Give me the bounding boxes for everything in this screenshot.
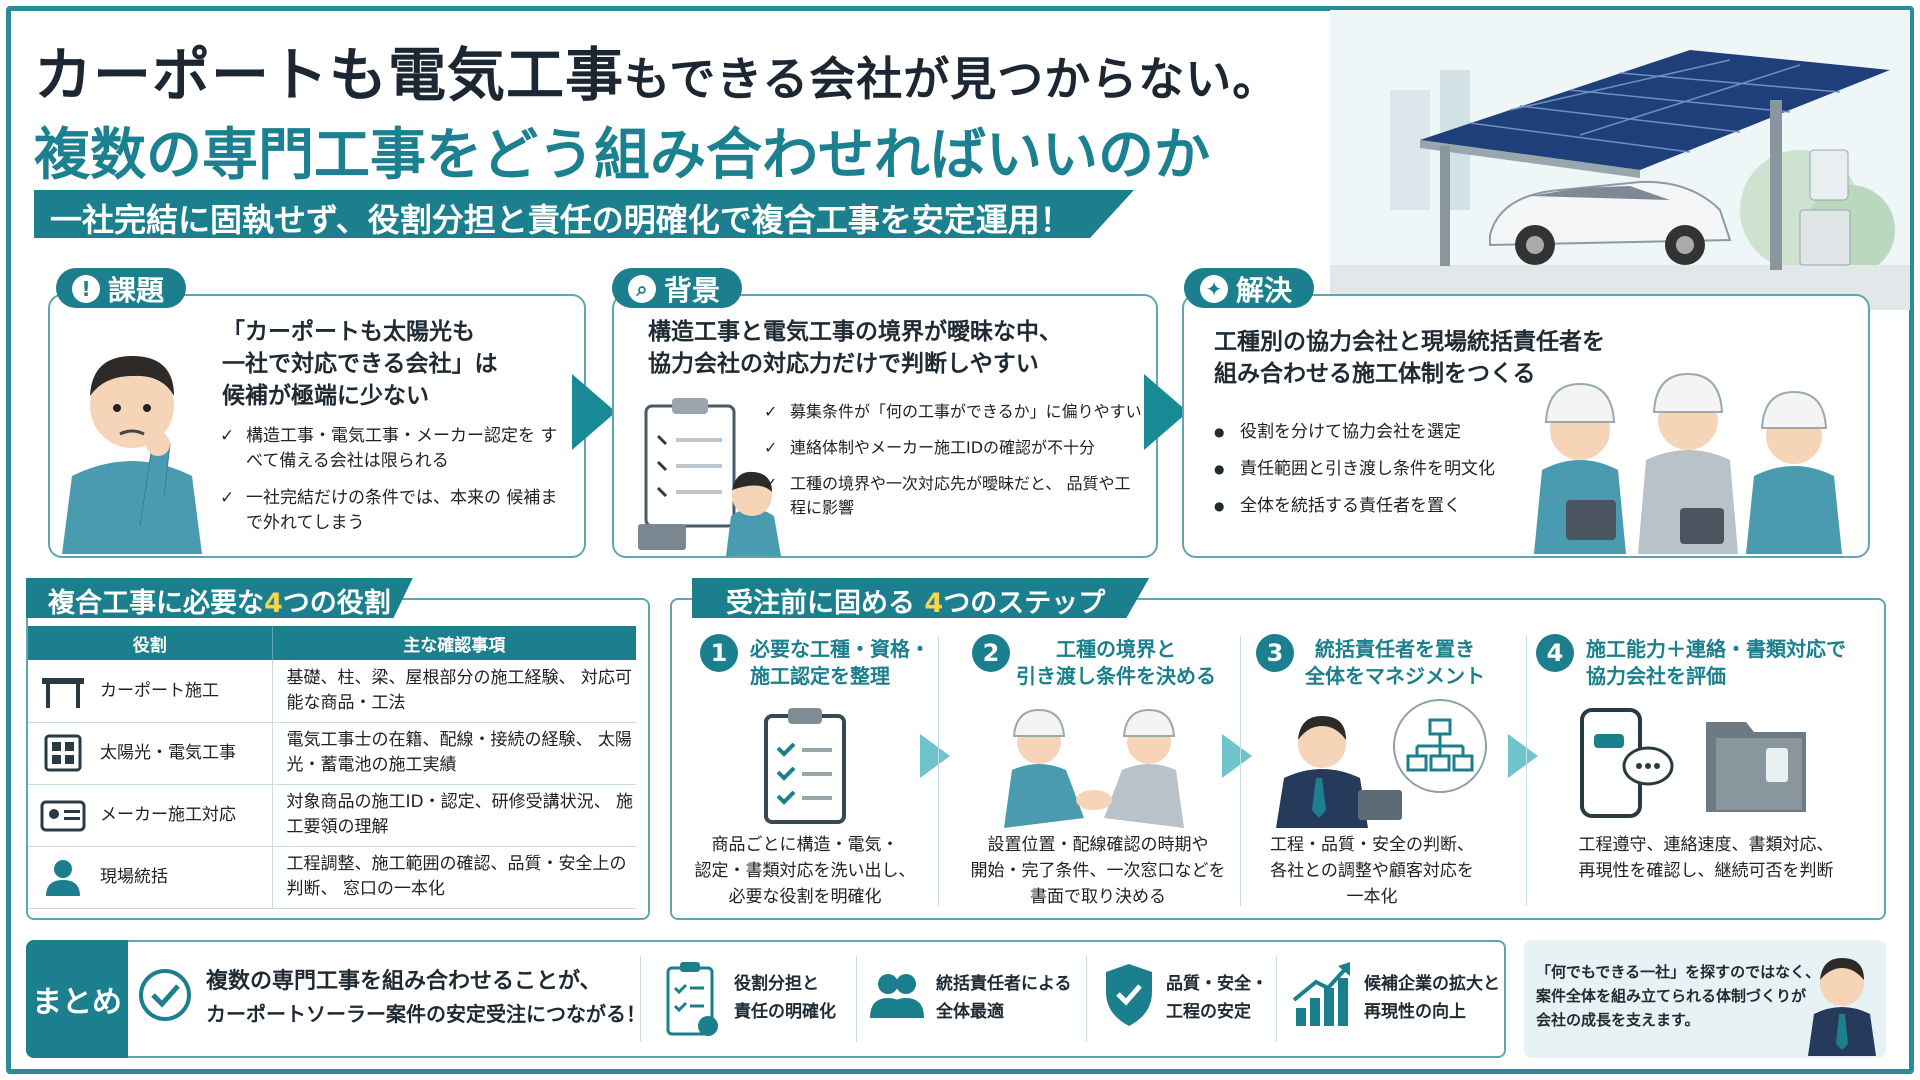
issue-quote: 「カーポートも太陽光も一社で対応できる会社」は候補が極端に少ない xyxy=(222,319,498,409)
list-item: 役割を分けて協力会社を選定 xyxy=(1214,420,1534,445)
businessman-illustration xyxy=(1808,958,1876,1056)
step-text: 工程遵守、連絡速度、書類対応、再現性を確認し、継続可否を判断 xyxy=(1578,835,1834,881)
shield-check-icon xyxy=(1106,964,1152,1026)
arrow-right-icon xyxy=(1144,374,1188,450)
manager-org-chart-illustration xyxy=(1276,699,1487,828)
summary-divider xyxy=(640,956,641,1042)
carport-icon xyxy=(40,672,86,710)
list-item: 構造工事・電気工事・メーカー認定を すべて備える会社は限られる xyxy=(220,424,560,474)
role-desc: 電気工事士の在籍、配線・接続の経験、 太陽光・蓄電池の施工実績 xyxy=(272,722,636,785)
role-desc: 基礎、柱、梁、屋根部分の施工経験、 対応可能な商品・工法 xyxy=(272,660,636,723)
step-divider xyxy=(938,636,939,906)
list-item: 連絡体制やメーカー施工IDの確認が不十分 xyxy=(764,436,1144,460)
check-circle-icon xyxy=(139,969,191,1021)
step-text: 工程・品質・安全の判断、各社との調整や顧客対応を一本化 xyxy=(1270,835,1474,907)
step-title: 必要な工種・資格・施工認定を整理 xyxy=(750,637,930,688)
summary-item-text: 候補企業の拡大と再現性の向上 xyxy=(1364,974,1500,1022)
table-row: カーポート施工 基礎、柱、梁、屋根部分の施工経験、 対応可能な商品・工法 xyxy=(28,660,636,723)
page-frame xyxy=(6,6,1914,1074)
person-icon xyxy=(40,858,86,896)
role-desc: 対象商品の施工ID・認定、研修受講状況、 施工要領の理解 xyxy=(272,784,636,847)
summary-label: まとめ xyxy=(26,940,128,1058)
background-lead: 構造工事と電気工事の境界が曖昧な中、協力会社の対応力だけで判断しやすい xyxy=(648,319,1062,377)
arrow-right-icon xyxy=(1222,734,1252,778)
team-workers-illustration xyxy=(1534,372,1842,554)
summary-divider xyxy=(1086,956,1087,1042)
role-name: 太陽光・電気工事 xyxy=(100,743,236,763)
search-icon: ⌕ xyxy=(628,275,656,303)
clipboard-icon xyxy=(764,708,846,824)
issue-tag: !課題 xyxy=(56,268,187,308)
clipboard-checklist-illustration xyxy=(638,398,781,556)
solution-lead: 工種別の協力会社と現場統括責任者を組み合わせる施工体制をつくる xyxy=(1214,329,1605,387)
step-title: 統括責任者を置き全体をマネジメント xyxy=(1305,637,1485,688)
role-name: カーポート施工 xyxy=(100,680,219,701)
list-item: 工種の境界や一次対応先が曖昧だと、 品質や工程に影響 xyxy=(764,472,1144,520)
subtitle: 複数の専門工事をどう組み合わせればいいのか xyxy=(34,123,1210,188)
team-icon xyxy=(870,974,924,1018)
lightbulb-icon: ✦ xyxy=(1200,275,1228,303)
background-tag: ⌕背景 xyxy=(612,268,743,308)
issue-points: 構造工事・電気工事・メーカー認定を すべて備える会社は限られる 一社完結だけの条… xyxy=(220,424,560,548)
worried-worker-illustration xyxy=(62,356,202,554)
id-card-icon xyxy=(40,796,86,834)
solar-panel-icon xyxy=(40,734,86,772)
list-item: 全体を統括する責任者を置く xyxy=(1214,494,1534,519)
summary-panel xyxy=(26,940,1506,1058)
table-row: 太陽光・電気工事 電気工事士の在籍、配線・接続の経験、 太陽光・蓄電池の施工実績 xyxy=(28,722,636,785)
role-name: 現場統括 xyxy=(100,867,168,887)
roles-table: 役割 主な確認事項 カーポート施工 基礎、柱、梁、屋根部分の施工経験、 対応可能… xyxy=(28,626,636,909)
arrow-right-icon xyxy=(572,374,616,450)
step-text: 設置位置・配線確認の時期や開始・完了条件、一次窓口などを書面で取り決める xyxy=(970,835,1226,907)
summary-item-text: 品質・安全・工程の安定 xyxy=(1166,974,1268,1022)
role-name: メーカー施工対応 xyxy=(100,805,236,825)
step-title: 施工能力＋連絡・書類対応で協力会社を評価 xyxy=(1586,637,1846,688)
step-number-badge: 4 xyxy=(1536,634,1574,672)
roles-col-header: 役割 xyxy=(28,626,273,660)
table-row: メーカー施工対応 対象商品の施工ID・認定、研修受講状況、 施工要領の理解 xyxy=(28,784,636,847)
closing-note: 「何でもできる一社」を探すのではなく、案件全体を組み立てられる体制づくりが会社の… xyxy=(1536,963,1821,1029)
list-item: 募集条件が「何の工事ができるか」に偏りやすい xyxy=(764,400,1144,424)
step-number-badge: 2 xyxy=(972,634,1010,672)
step-divider xyxy=(1526,636,1527,906)
step-title: 工種の境界と引き渡し条件を決める xyxy=(1016,637,1216,688)
arrow-right-icon xyxy=(920,734,950,778)
growth-chart-icon xyxy=(1292,962,1350,1026)
summary-item-text: 統括責任者による全体最適 xyxy=(936,974,1072,1022)
role-desc: 工程調整、施工範囲の確認、品質・安全上の判断、 窓口の一本化 xyxy=(272,846,636,909)
solution-tag: ✦解決 xyxy=(1184,268,1315,308)
step-text: 商品ごとに構造・電気・認定・書類対応を洗い出し、必要な役割を明確化 xyxy=(694,835,916,907)
carport-solar-illustration xyxy=(1330,10,1910,310)
main-title: カーポートも電気工事もできる会社が見つからない。 xyxy=(34,41,1280,109)
step-divider xyxy=(1240,636,1241,906)
checklist-icon xyxy=(666,962,718,1036)
solution-points: 役割を分けて協力会社を選定 責任範囲と引き渡し条件を明文化 全体を統括する責任者… xyxy=(1214,420,1534,531)
summary-item-text: 役割分担と責任の明確化 xyxy=(734,974,836,1022)
table-row: 現場統括 工程調整、施工範囲の確認、品質・安全上の判断、 窓口の一本化 xyxy=(28,846,636,909)
list-item: 一社完結だけの条件では、本来の 候補まで外れてしまう xyxy=(220,486,560,536)
steps-heading: 受注前に固める 4つのステップ xyxy=(692,578,1150,618)
phone-and-folder-icon xyxy=(1580,708,1806,818)
summary-main-message: 複数の専門工事を組み合わせることが、カーポートソーラー案件の安定受注につながる！ xyxy=(206,969,646,1026)
background-points: 募集条件が「何の工事ができるか」に偏りやすい 連絡体制やメーカー施工IDの確認が… xyxy=(764,400,1144,532)
step-number-badge: 1 xyxy=(700,634,738,672)
arrow-right-icon xyxy=(1508,734,1538,778)
roles-col-header: 主な確認事項 xyxy=(272,626,636,660)
step-number-badge: 3 xyxy=(1256,634,1294,672)
summary-divider xyxy=(856,956,857,1042)
handshake-workers-illustration xyxy=(1004,708,1184,828)
summary-divider xyxy=(1276,956,1277,1042)
list-item: 責任範囲と引き渡し条件を明文化 xyxy=(1214,457,1534,482)
roles-heading: 複合工事に必要な4つの役割 xyxy=(26,578,413,618)
key-message-banner: 一社完結に固執せず、役割分担と責任の明確化で複合工事を安定運用！ xyxy=(34,190,1134,238)
exclamation-icon: ! xyxy=(72,275,100,303)
